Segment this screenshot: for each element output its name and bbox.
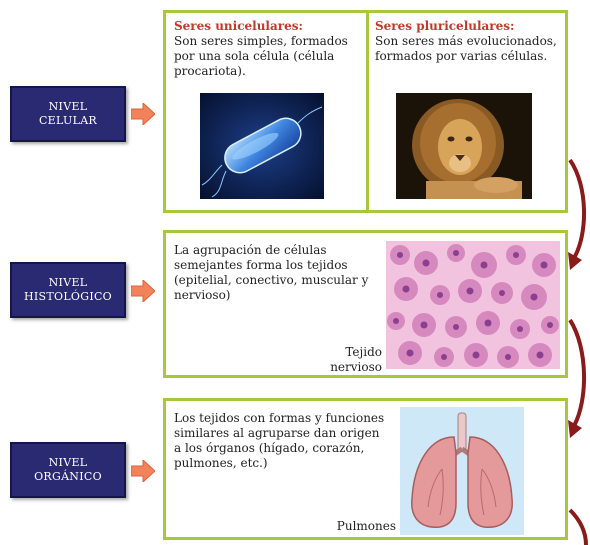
level-cellular-label: NIVEL CELULAR	[10, 86, 126, 142]
organic-caption: Pulmones	[326, 519, 396, 534]
level-organic-label: NIVEL ORGÁNICO	[10, 442, 126, 498]
level-histological-line2: HISTOLÓGICO	[24, 290, 112, 304]
level-histological-line1: NIVEL	[24, 276, 112, 290]
lion-image	[396, 93, 532, 199]
level-cellular-line1: NIVEL	[39, 100, 97, 114]
curved-arrow-icon	[566, 318, 590, 440]
cellular-level-box: Seres unicelulares: Son seres simples, f…	[163, 10, 568, 213]
histological-level-box: La agrupación de células semejantes form…	[163, 230, 568, 378]
level-cellular-line2: CELULAR	[39, 114, 97, 128]
right-arrow-icon	[131, 460, 155, 482]
organic-level-box: Los tejidos con formas y funciones simil…	[163, 398, 568, 540]
level-organic-line1: NIVEL	[34, 456, 102, 470]
histological-caption: Tejido nervioso	[296, 345, 382, 375]
multicellular-text: Son seres más evolucionados, formados po…	[375, 34, 557, 63]
box-divider	[366, 13, 369, 210]
curved-arrow-icon	[566, 508, 590, 545]
unicellular-text: Son seres simples, formados por una sola…	[174, 34, 348, 78]
histological-text: La agrupación de células semejantes form…	[174, 243, 382, 303]
unicellular-section: Seres unicelulares: Son seres simples, f…	[174, 19, 362, 79]
right-arrow-icon	[131, 280, 155, 302]
organic-text: Los tejidos con formas y funciones simil…	[174, 411, 390, 471]
unicellular-title: Seres unicelulares:	[174, 19, 362, 34]
level-organic-line2: ORGÁNICO	[34, 470, 102, 484]
nervous-tissue-image	[386, 241, 560, 369]
multicellular-title: Seres pluricelulares:	[375, 19, 565, 34]
right-arrow-icon	[131, 103, 155, 125]
curved-arrow-icon	[566, 158, 590, 272]
bacterium-image	[200, 93, 324, 199]
multicellular-section: Seres pluricelulares: Son seres más evol…	[375, 19, 565, 64]
level-histological-label: NIVEL HISTOLÓGICO	[10, 262, 126, 318]
lungs-image	[400, 407, 524, 535]
